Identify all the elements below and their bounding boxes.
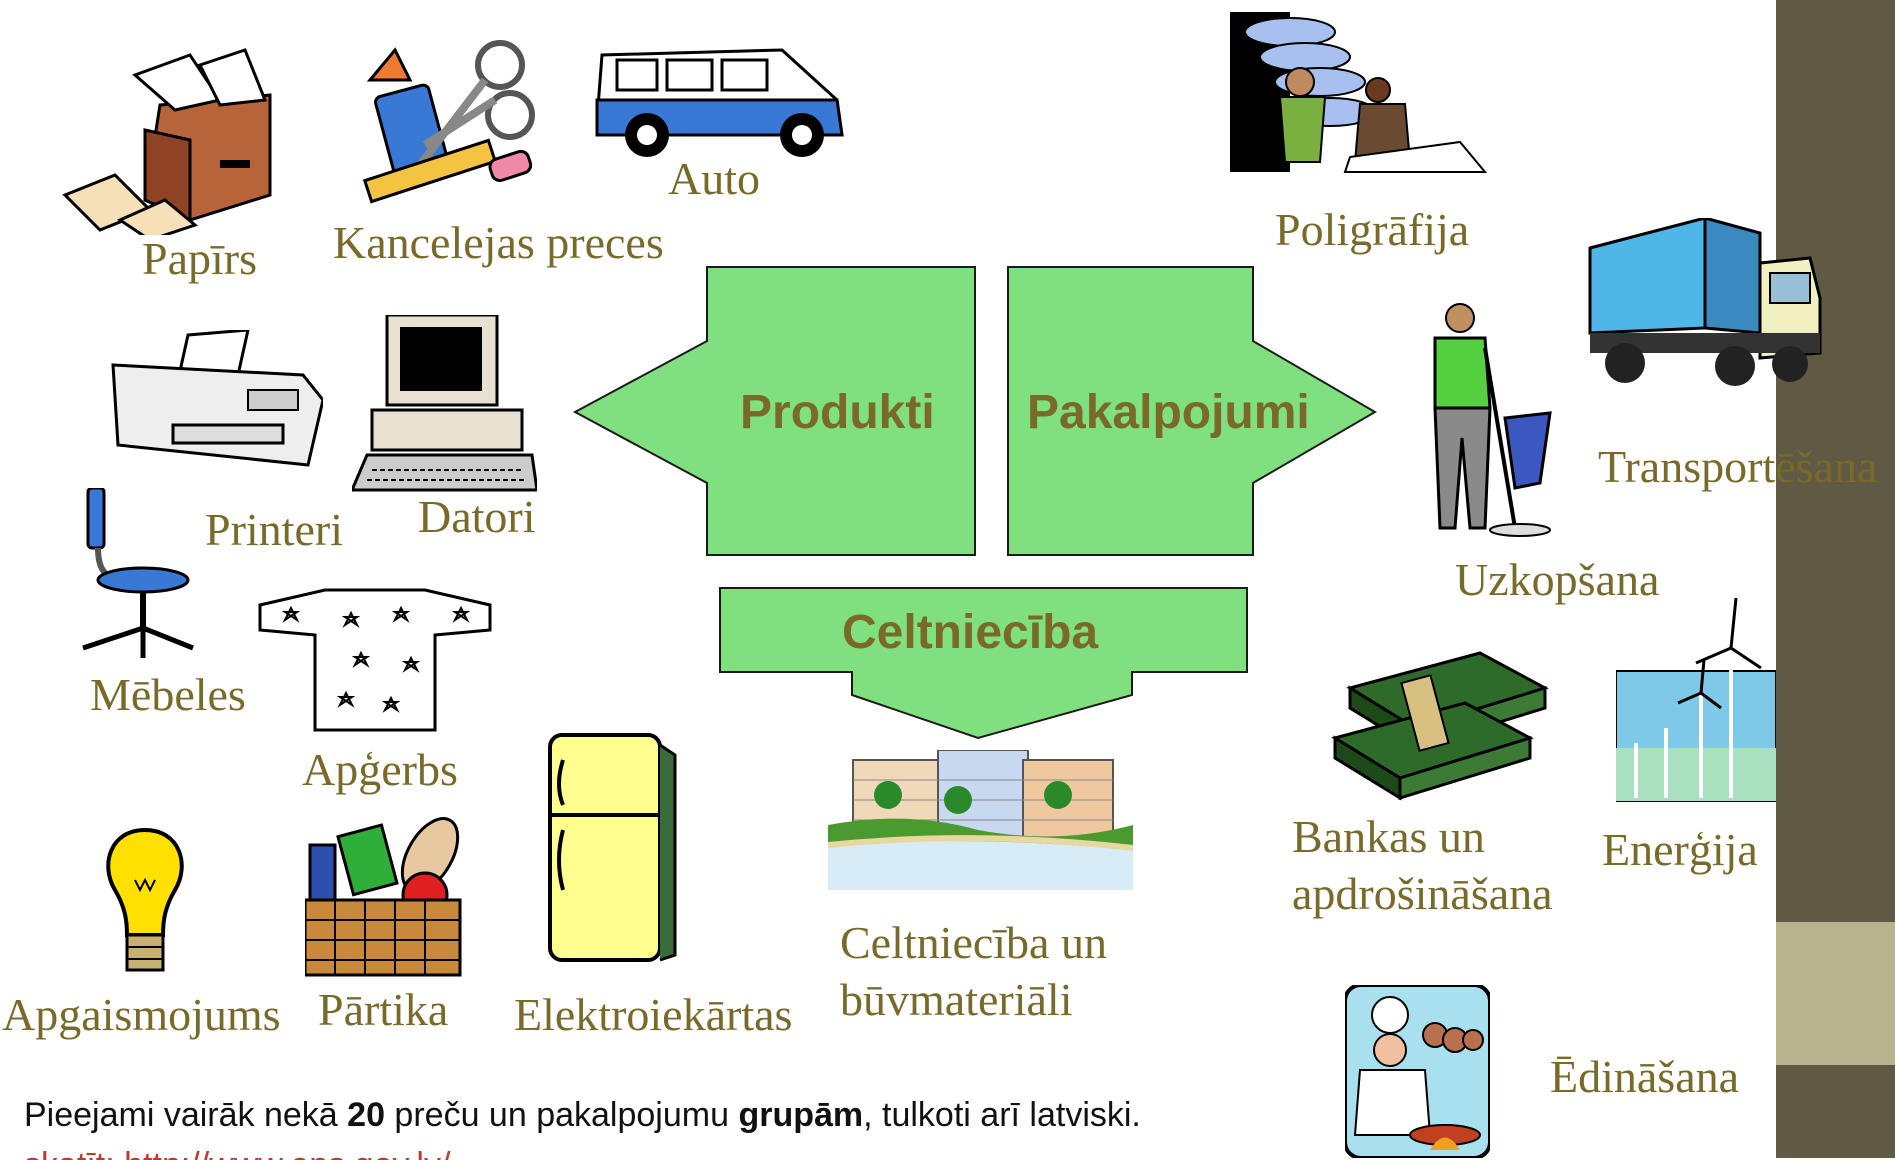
footer-part3: , tulkoti arī latviski.: [863, 1096, 1141, 1134]
produkti-label: Produkti: [740, 386, 935, 439]
pakalpojumi-arrow: [1007, 266, 1377, 556]
footer-bold-groups: grupām: [738, 1096, 864, 1134]
label-celtnieciba-line1: Celtniecība un: [840, 917, 1107, 968]
label-partika: Pārtika: [318, 984, 449, 1035]
celtnieciba-label: Celtniecība: [842, 606, 1099, 659]
label-celtnieciba-line2: būvmateriāli: [840, 974, 1073, 1025]
label-poligrafija: Poligrāfija: [1275, 204, 1470, 255]
label-apgerbs: Apģerbs: [302, 744, 458, 795]
truck-icon: [1588, 218, 1822, 386]
chair-icon: [82, 488, 194, 658]
label-elektro: Elektroiekārtas: [514, 989, 793, 1040]
food-basket-icon: [305, 817, 462, 977]
printer-icon: [111, 330, 323, 467]
label-edinasana: Ēdināšana: [1550, 1051, 1740, 1102]
refrigerator-icon: [548, 733, 677, 962]
sidebar-decoration: [1776, 0, 1895, 1158]
printing-workers-icon: [1230, 12, 1488, 173]
label-printeri: Printeri: [205, 504, 343, 555]
construction-icon: [828, 750, 1133, 890]
label-kancelejas: Kancelejas preces: [333, 217, 664, 268]
wind-turbines-icon: [1616, 598, 1776, 802]
label-mebeles: Mēbeles: [90, 669, 246, 720]
footer-link[interactable]: skatīt: http://www.eps.gov.lv/...: [24, 1146, 479, 1160]
sweater-icon: [258, 588, 492, 732]
label-auto: Auto: [668, 153, 760, 204]
celtnieciba-arrow: [719, 587, 1248, 740]
footer-part2: preču un pakalpojumu: [384, 1096, 739, 1134]
produkti-arrow: [572, 266, 976, 556]
pakalpojumi-label: Pakalpojumi: [1027, 386, 1310, 439]
light-bulb-icon: [106, 827, 184, 972]
label-papirs: Papīrs: [142, 233, 257, 284]
label-datori: Datori: [418, 491, 536, 542]
cleaner-icon: [1433, 303, 1552, 537]
label-transport: Transportēšana: [1598, 441, 1878, 492]
footer-bold-count: 20: [347, 1096, 385, 1134]
van-icon: [595, 48, 844, 157]
label-bankas-line2: apdrošināšana: [1292, 868, 1553, 919]
computer-icon: [352, 315, 537, 492]
label-energija: Enerģija: [1602, 824, 1758, 875]
footer-text: Pieejami vairāk nekā 20 preču un pakalpo…: [24, 1096, 1141, 1135]
sidebar-band-light: [1776, 922, 1895, 1065]
money-icon: [1331, 651, 1549, 801]
stationery-icon: [362, 40, 535, 204]
footer-part1: Pieejami vairāk nekā: [24, 1096, 348, 1134]
label-bankas-line1: Bankas un: [1292, 811, 1485, 862]
label-uzkopsana: Uzkopšana: [1455, 554, 1660, 605]
chef-icon: [1345, 985, 1490, 1158]
paper-box-icon: [62, 48, 272, 235]
sidebar-band-dark: [1776, 1065, 1895, 1158]
label-apgaismojums: Apgaismojums: [2, 989, 281, 1040]
